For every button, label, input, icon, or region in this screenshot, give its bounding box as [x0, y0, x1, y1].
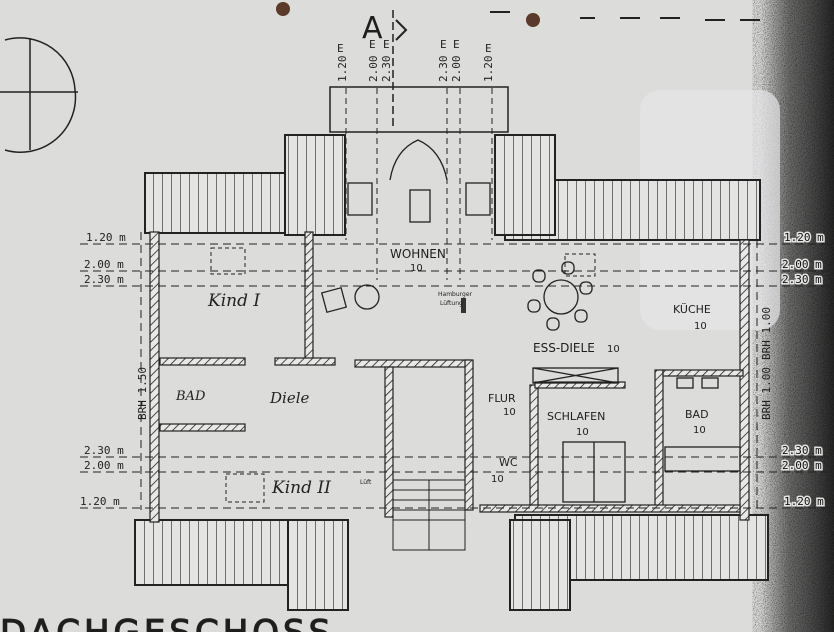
room-wc: WC — [499, 456, 518, 469]
svg-text:2.30 m: 2.30 m — [84, 444, 124, 457]
svg-text:2.30: 2.30 — [437, 56, 450, 83]
svg-text:1.20 m: 1.20 m — [784, 231, 824, 244]
svg-text:Hamburger: Hamburger — [438, 291, 473, 298]
svg-text:2.30 m: 2.30 m — [84, 273, 124, 286]
svg-text:E: E — [453, 38, 460, 51]
svg-text:BRH 1.00: BRH 1.00 — [760, 307, 773, 360]
svg-text:E: E — [440, 38, 447, 51]
svg-text:10: 10 — [491, 474, 504, 485]
svg-text:2.30: 2.30 — [380, 56, 393, 83]
svg-text:10: 10 — [607, 344, 620, 355]
svg-text:E: E — [369, 38, 376, 51]
room-kueche: KÜCHE — [673, 303, 711, 316]
top-dimensions: 1.20 2.00 2.30 2.30 2.00 1.20 E E E E E … — [336, 38, 495, 82]
room-wohnen: WOHNEN — [390, 247, 446, 261]
punch-hole — [526, 13, 540, 27]
svg-text:10: 10 — [576, 427, 589, 438]
floor-title: DACHGESCHOSS — [0, 613, 334, 632]
svg-text:BRH 1.50: BRH 1.50 — [136, 367, 149, 420]
svg-text:Lüft: Lüft — [360, 479, 372, 486]
svg-text:E: E — [337, 42, 344, 55]
room-bad-right: BAD — [685, 408, 709, 421]
staircase — [392, 479, 466, 551]
svg-text:2.00 m: 2.00 m — [84, 258, 124, 271]
svg-text:2.00 m: 2.00 m — [782, 258, 822, 271]
svg-text:10: 10 — [694, 321, 707, 332]
walls — [149, 231, 750, 523]
svg-text:1.20 m: 1.20 m — [86, 231, 126, 244]
svg-text:2.00: 2.00 — [367, 56, 380, 83]
svg-text:1.20: 1.20 — [482, 56, 495, 83]
svg-text:2.30 m: 2.30 m — [782, 273, 822, 286]
left-dimensions: 1.20 m 2.00 m 2.30 m 2.30 m 2.00 m 1.20 … — [80, 231, 149, 508]
furniture — [320, 139, 741, 503]
section-marker: A — [362, 11, 383, 46]
svg-text:10: 10 — [693, 425, 706, 436]
svg-text:E: E — [485, 42, 492, 55]
svg-text:2.00 m: 2.00 m — [782, 459, 822, 472]
room-schlafen: SCHLAFEN — [547, 410, 605, 423]
room-flur: FLUR — [488, 392, 516, 405]
svg-text:10: 10 — [410, 263, 423, 274]
svg-text:1.20 m: 1.20 m — [784, 495, 824, 508]
svg-text:2.00 m: 2.00 m — [84, 459, 124, 472]
svg-text:2.00: 2.00 — [450, 56, 463, 83]
svg-text:E: E — [383, 38, 390, 51]
room-kind-1: Kind I — [207, 291, 260, 311]
room-ess-diele: ESS-DIELE — [533, 341, 595, 355]
svg-text:1.20 m: 1.20 m — [80, 495, 120, 508]
room-bad-left: BAD — [175, 389, 206, 404]
right-dimensions: 1.20 m 2.00 m 2.30 m 2.30 m 2.00 m 1.20 … — [760, 230, 826, 510]
svg-text:Lüftung: Lüftung — [440, 300, 463, 307]
punch-hole — [276, 2, 290, 16]
svg-text:1.20: 1.20 — [336, 56, 349, 83]
svg-text:BRH 1.00: BRH 1.00 — [760, 367, 773, 420]
room-kind-2: Kind II — [271, 478, 331, 498]
room-diele: Diele — [269, 389, 309, 407]
svg-text:2.30 m: 2.30 m — [782, 444, 822, 457]
compass-icon — [0, 37, 78, 153]
svg-text:10: 10 — [503, 407, 516, 418]
room-labels: WOHNEN 10 Hamburger Lüftung Kind I BAD D… — [175, 247, 711, 498]
